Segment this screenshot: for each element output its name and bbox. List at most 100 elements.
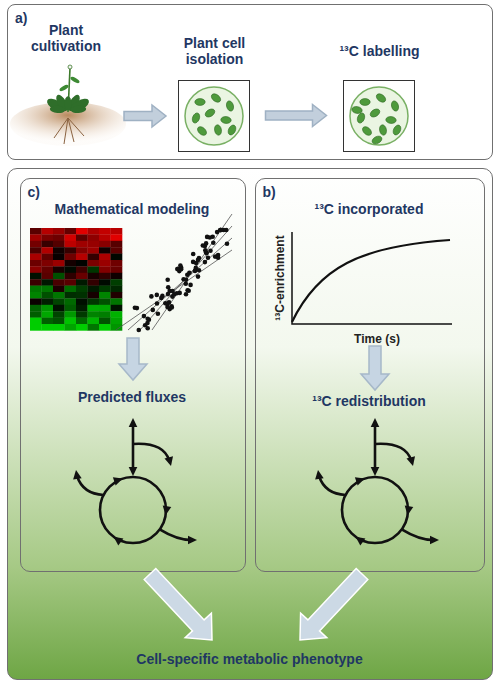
scatter-dot bbox=[204, 241, 209, 246]
heatmap-cell bbox=[42, 273, 54, 280]
cell-box: ¹³C labelling bbox=[343, 80, 415, 152]
chloroplast-shape bbox=[375, 92, 387, 104]
chloroplast-shape bbox=[196, 125, 208, 137]
flux-network bbox=[315, 418, 439, 546]
chloroplast-shape bbox=[369, 107, 381, 118]
heatmap-cell bbox=[53, 286, 65, 293]
scatter-dot bbox=[155, 293, 160, 298]
scatter-dot bbox=[204, 250, 209, 255]
heatmap-cell bbox=[76, 292, 88, 299]
scatter-dot bbox=[179, 266, 184, 271]
heatmap-cell bbox=[111, 298, 123, 305]
heatmap-cell bbox=[111, 292, 123, 299]
heatmap-cell bbox=[111, 324, 123, 331]
heatmap-cell bbox=[88, 273, 100, 280]
arrow-head bbox=[315, 470, 324, 480]
leaf-shape bbox=[50, 105, 66, 114]
heatmap-cell bbox=[42, 266, 54, 273]
heatmap-cell bbox=[30, 260, 42, 267]
arrow-head bbox=[129, 467, 138, 476]
arrow-head bbox=[188, 536, 197, 545]
cell-illustration bbox=[185, 87, 243, 145]
curve-illustration bbox=[292, 232, 452, 324]
panel-heading: ¹³C redistribution bbox=[256, 393, 483, 409]
scatter-dot bbox=[177, 269, 182, 274]
scatter-dot bbox=[185, 272, 190, 277]
scatter-dot bbox=[167, 300, 172, 305]
heatmap-cell bbox=[30, 254, 42, 261]
arrow-head bbox=[355, 477, 365, 485]
heatmap-cell bbox=[88, 260, 100, 267]
scatter-dot bbox=[184, 292, 189, 297]
panel-box: b)¹³C incorporated¹³C redistribution bbox=[255, 178, 485, 572]
flux-line bbox=[319, 476, 346, 495]
scatter-dot bbox=[191, 260, 196, 265]
heatmap-cell bbox=[65, 311, 77, 318]
heatmap-cell bbox=[99, 266, 111, 273]
heatmap-cell bbox=[53, 305, 65, 312]
leaf-shape bbox=[59, 84, 70, 92]
heatmap-cell bbox=[111, 266, 123, 273]
arrow-head bbox=[165, 456, 174, 466]
scatter-dot bbox=[179, 267, 184, 272]
heatmap-cell bbox=[30, 292, 42, 299]
arrow-head bbox=[113, 477, 123, 485]
heatmap-cell bbox=[76, 260, 88, 267]
heatmap-cell bbox=[111, 286, 123, 293]
heatmap-cell bbox=[30, 247, 42, 254]
scatter-dot bbox=[219, 228, 224, 233]
heatmap-cell bbox=[88, 292, 100, 299]
scatter-dot bbox=[151, 308, 156, 313]
heatmap-cell bbox=[76, 324, 88, 331]
scatter-dot bbox=[176, 266, 181, 271]
scatter-dot bbox=[197, 268, 202, 273]
scatter-dot bbox=[133, 306, 138, 311]
heatmap-cell bbox=[88, 311, 100, 318]
heatmap-cell bbox=[42, 228, 54, 235]
heatmap-cell bbox=[99, 305, 111, 312]
heatmap-cell bbox=[111, 279, 123, 286]
leaf-shape bbox=[70, 76, 81, 84]
root-line bbox=[64, 118, 68, 144]
scatter-dot bbox=[166, 285, 171, 290]
heatmap-cell bbox=[111, 247, 123, 254]
scatter-dot bbox=[196, 274, 201, 279]
heatmap-cell bbox=[88, 298, 100, 305]
heatmap-cell bbox=[76, 273, 88, 280]
heatmap-cell bbox=[111, 260, 123, 267]
heatmap-cell bbox=[30, 298, 42, 305]
block-arrow bbox=[124, 105, 166, 127]
chloroplast-shape bbox=[360, 99, 370, 106]
heatmap-cell bbox=[65, 318, 77, 325]
leaf-shape bbox=[65, 96, 72, 110]
scatter-dot bbox=[194, 261, 199, 266]
axis-line bbox=[292, 232, 452, 324]
heatmap-cell bbox=[99, 298, 111, 305]
fit-line bbox=[116, 250, 232, 330]
chloroplast-shape bbox=[392, 124, 403, 136]
heatmap-cell bbox=[111, 254, 123, 261]
axis-label: ¹³C-enrichment bbox=[272, 220, 288, 336]
scatter-dot bbox=[187, 271, 192, 276]
heatmap-cell bbox=[88, 305, 100, 312]
scatter-dot bbox=[185, 288, 190, 293]
heatmap-cell bbox=[53, 266, 65, 273]
panel-box: c)Mathematical modelingPredicted fluxes bbox=[20, 178, 246, 572]
scatter-dot bbox=[145, 321, 150, 326]
heatmap-cell bbox=[65, 228, 77, 235]
panel-letter: c) bbox=[28, 184, 68, 200]
result-panel: Cell-specific metabolic phenotypec)Mathe… bbox=[7, 168, 493, 680]
heatmap-cell bbox=[88, 247, 100, 254]
scatter-dot bbox=[159, 296, 164, 301]
scatter-dot bbox=[208, 235, 213, 240]
scatter-dot bbox=[216, 255, 221, 260]
heatmap-cell bbox=[53, 324, 65, 331]
scatter-dot bbox=[206, 255, 211, 260]
scatter-dot bbox=[165, 302, 170, 307]
arrow-head bbox=[371, 467, 380, 476]
heatmap-cell bbox=[42, 286, 54, 293]
chloroplast-shape bbox=[227, 124, 238, 136]
flux-line bbox=[374, 424, 377, 471]
panel-letter: b) bbox=[263, 184, 303, 200]
block-arrow bbox=[300, 569, 368, 641]
